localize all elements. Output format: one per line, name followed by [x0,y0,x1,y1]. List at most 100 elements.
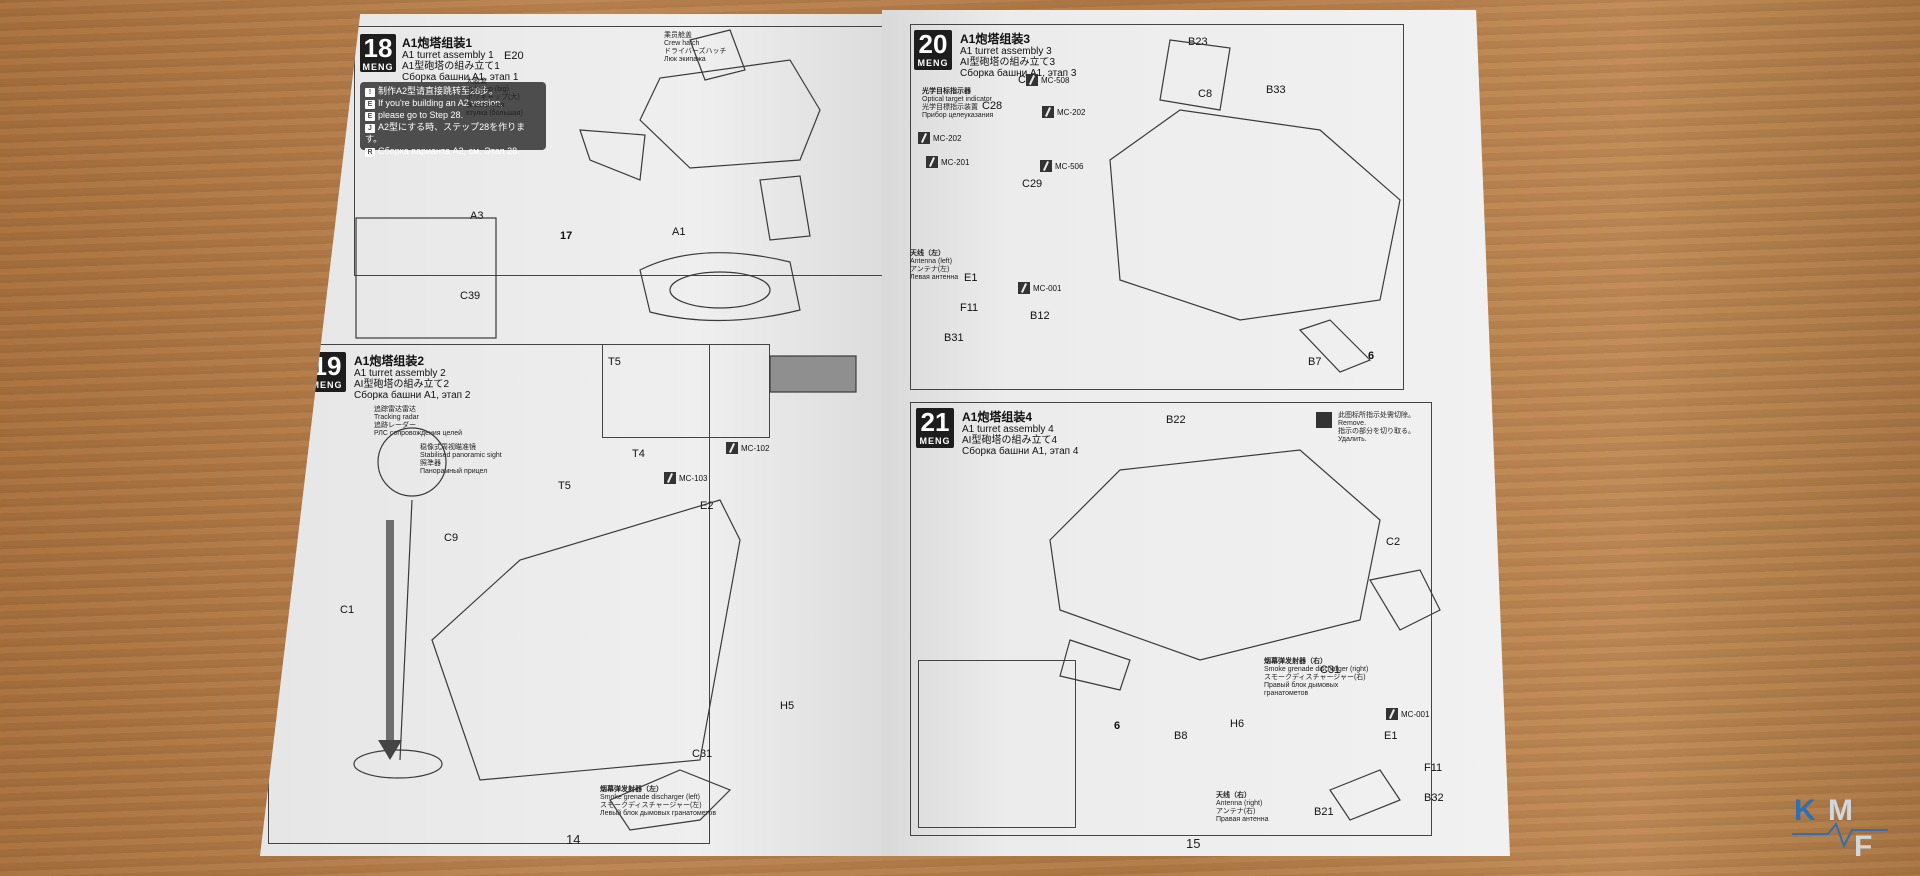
inset-detail-frame [355,217,497,339]
callout-en: Tracking radar [374,414,419,421]
step-20-title: A1炮塔组装3 A1 turret assembly 3 AI型砲塔の組み立て3… [960,32,1076,79]
callout-ru: Эластичная [466,102,505,109]
step-20-badge: 20 MENG [914,30,952,70]
callout-ru: Прибор целеуказания [922,112,994,119]
page-number-left: 14 [566,832,581,847]
side-plate-step21-drawing [1059,639,1131,691]
brand-logo: MENG [919,436,951,446]
inset-plate-drawing [769,355,857,393]
paint-code-label: MC-001 [1401,709,1430,719]
turret-shell-drawing [639,59,821,169]
callout-zh: 大胶套 [466,78,487,85]
part-label: B21 [1314,806,1334,818]
smoke-discharger-drawing [609,769,732,831]
callout-ja: 追跡レーダー [374,422,416,429]
paint-code: MC-202 [1042,106,1085,118]
part-label: C2 [1386,536,1401,548]
paint-swatch-icon [664,472,676,484]
paint-code: MC-201 [926,156,969,168]
paint-code: MC-001 [1018,282,1061,294]
armor-plate-drawing [1298,319,1372,373]
manual-page-left: 18 MENG A1炮塔组装1 A1 turret assembly 1 A1型… [260,14,886,856]
step-21-panel [910,402,1432,836]
callout-ja: アンテナ(左) [910,266,950,273]
callout-ja: ポリキャップ(大) [466,94,520,101]
watermark-f: F [1854,830,1872,862]
part-label: B8 [1174,730,1188,742]
title-ru: Сборка башни A1, этап 1 [402,72,519,83]
part-label: B33 [1266,84,1286,96]
brand-logo: MENG [917,58,949,68]
turret-step21-drawing [1049,449,1381,661]
callout-ja: 光学目標指示装置 [922,104,978,111]
step-number: 18 [363,33,393,63]
part-label: C9 [444,532,459,544]
part-label: E1 [1384,730,1398,742]
callout-zh: 天线（左） [910,250,945,257]
tracking-radar-drawing [377,427,447,497]
antenna-left-callout: 天线（左） Antenna (left) アンテナ(左) Левая антен… [910,250,958,282]
paint-swatch-icon [1042,106,1054,118]
paint-code-label: MC-103 [679,473,708,483]
callout-ja: 指示の部分を切り取る。 [1338,428,1415,435]
weathering-count: 6 [1114,720,1121,732]
smoke-discharger-right-drawing [1369,569,1441,631]
part-label: F11 [1424,762,1443,774]
callout-en: Stabilised panoramic sight [420,452,502,459]
part-label: B32 [1424,792,1444,804]
paint-swatch-icon [918,132,930,144]
callout-zh: 稳像式周视瞄准镜 [420,444,476,451]
radar-ring-drawing [353,749,443,779]
callout-zh: 天线（右） [1216,792,1251,799]
kmf-watermark-logo: K M F [1792,794,1888,862]
manual-page-right: 20 MENG A1炮塔组装3 A1 turret assembly 3 AI型… [882,10,1510,856]
title-en: A1 turret assembly 4 [962,424,1054,435]
step-21-inset [918,660,1076,828]
paint-code-label: MC-102 [741,443,770,453]
title-en: A1 turret assembly 3 [960,46,1052,57]
remove-callout: 此图标所指示处需切除。 Remove. 指示の部分を切り取る。 Удалить. [1338,412,1415,444]
antenna-base-drawing [1329,769,1401,821]
part-label: B23 [1188,36,1208,48]
part-label: C31 [1320,664,1341,676]
searchlight-frame-drawing [1159,39,1231,111]
part-label: B22 [1166,414,1186,426]
callout-ja: ドライバーズハッチ [664,48,727,55]
crew-hatch-drawing [689,29,746,81]
part-label: B12 [1030,310,1050,322]
panoramic-sight-callout: 稳像式周视瞄准镜 Stabilised panoramic sight 照準器 … [420,444,502,476]
part-label: C28 [982,100,1003,112]
step-21-title: A1炮塔组装4 A1 turret assembly 4 AI型砲塔の組み立て4… [962,410,1078,457]
callout-en: Optical target indicator [922,96,993,103]
paint-code-label: MC-001 [1033,283,1062,293]
step-ref: 17 [560,230,573,242]
part-label: E1 [964,272,978,284]
brand-logo: MENG [311,380,343,390]
smoke-discharger-left-callout: 烟幕弹发射器（左） Smoke grenade discharger (left… [600,786,716,818]
radar-mast-line [399,499,413,761]
smoke-discharger-right-callout: 烟幕弹发射器（右） Smoke grenade discharger (righ… [1264,658,1368,698]
callout-en: Smoke grenade discharger (right) [1264,666,1369,673]
title-ja: A1型砲塔の組み立て1 [402,61,500,72]
callout-en: Antenna (right) [1216,800,1263,807]
callout-ja: スモークディスチャージャー(左) [600,802,702,809]
poly-cap-callout: 大胶套 Poly cap (big) ポリキャップ(大) Эластичная … [466,78,523,118]
paint-swatch-icon [926,156,938,168]
note-zh: 制作A2型请直接跳转至28步。 [378,86,499,96]
callout-ru: Панорамный прицел [420,468,488,475]
brand-logo: MENG [362,62,394,72]
step-number: 21 [920,407,950,437]
callout-ja: 照準器 [420,460,441,467]
callout-ja: アンテナ(右) [1216,808,1256,815]
part-label: T5 [558,480,571,492]
optical-indicator-callout: 光学目标指示器 Optical target indicator 光学目標指示装… [922,88,993,120]
callout-ru: Люк экипажа [664,56,706,63]
callout-zh: 乘员舱盖 [664,32,692,39]
callout-zh: 此图标所指示处需切除。 [1338,412,1415,419]
part-label: A3 [470,210,484,222]
part-label: C29 [1022,178,1043,190]
paint-code: MC-508 [1026,74,1069,86]
part-label: T5 [608,356,621,368]
title-ru: Сборка башни А1, этап 3 [960,68,1077,79]
